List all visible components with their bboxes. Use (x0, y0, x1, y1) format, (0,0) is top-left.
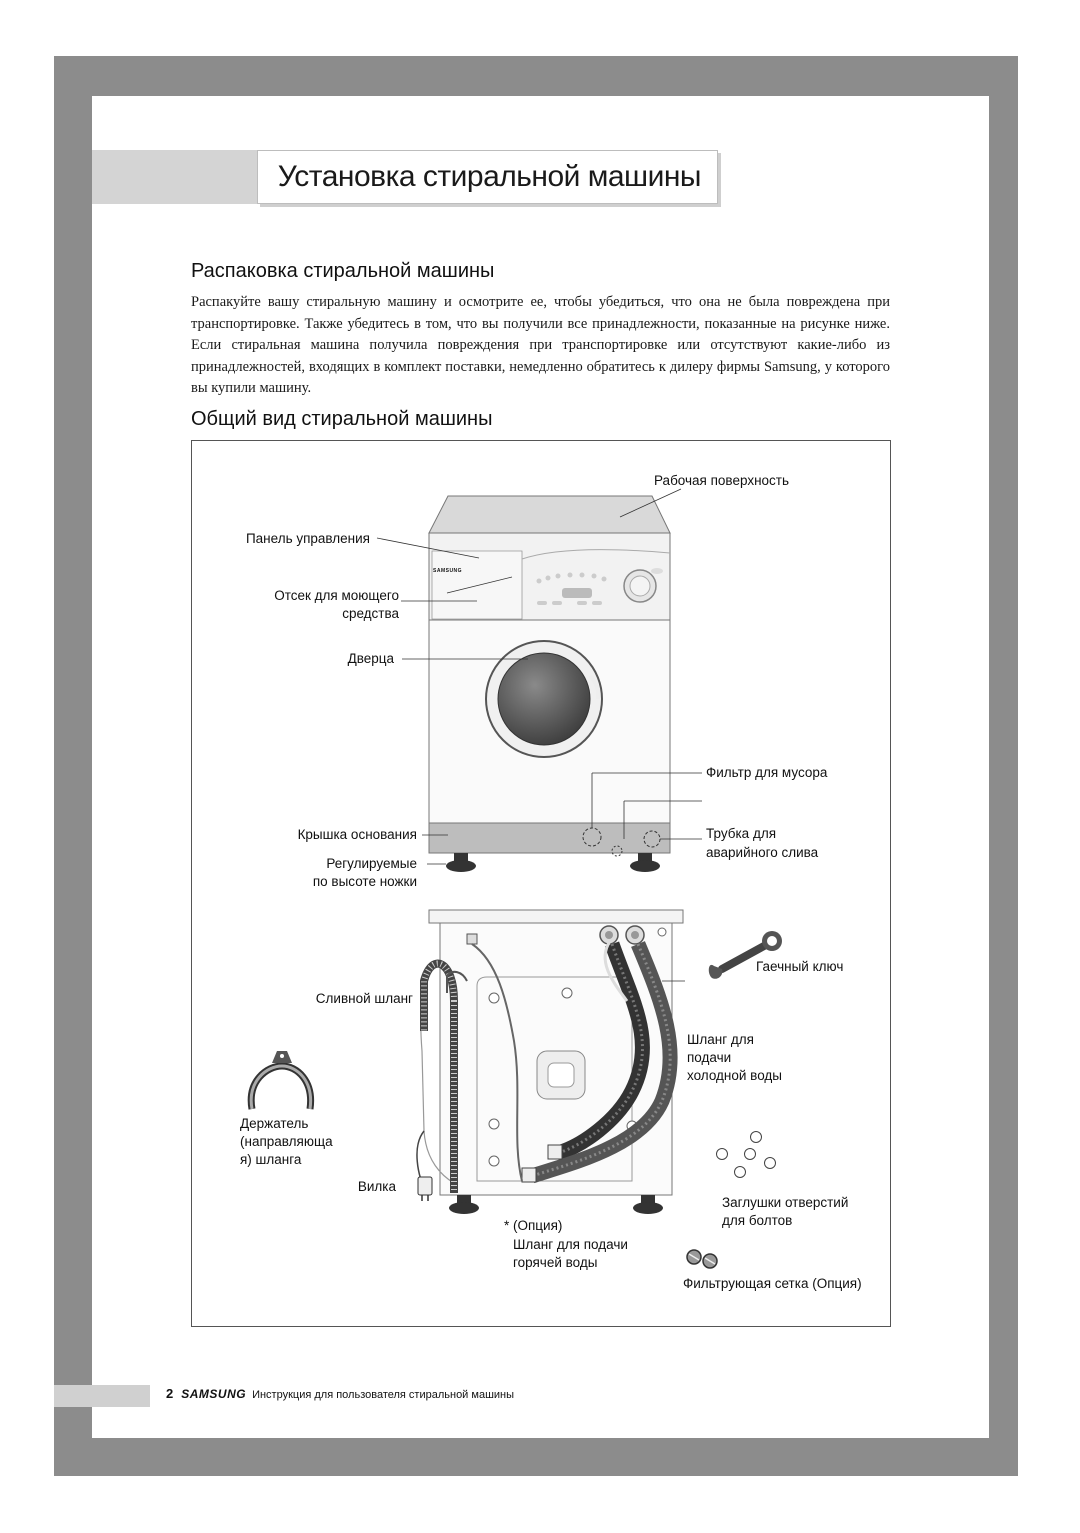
label-detergent-1: Отсек для моющего (274, 588, 399, 603)
bolt-caps-icon (716, 1131, 776, 1178)
footer-brand-logo: SAMSUNG (181, 1387, 247, 1401)
label-cold-hose-1: Шланг для (687, 1032, 754, 1047)
page-number: 2 (166, 1386, 174, 1401)
label-holder-1: Держатель (240, 1116, 309, 1131)
base-cover (428, 822, 671, 854)
label-debris-filter: Фильтр для мусора (706, 765, 828, 780)
label-emergency-1: Трубка для (706, 826, 777, 841)
label-feet-1: Регулируемые (326, 856, 417, 871)
footer: 2 SAMSUNG Инструкция для пользователя стир… (166, 1386, 514, 1401)
label-door: Дверца (347, 651, 394, 666)
unpacking-paragraph: Распакуйте вашу стиральную машину и осмо… (191, 294, 890, 396)
unpacking-heading: Распаковка стиральной машины (191, 260, 495, 282)
front-leader-lines (376, 488, 702, 865)
label-filter-mesh: Фильтрующая сетка (Опция) (683, 1276, 862, 1291)
washing-machine-diagram (247, 488, 782, 1269)
machine-front (428, 495, 671, 872)
label-holder-3: я) шланга (240, 1152, 302, 1167)
label-control-panel: Панель управления (245, 531, 370, 546)
title-box: Установка стиральной машины (257, 150, 718, 204)
page-title: Установка стиральной машины (277, 160, 702, 193)
door-glass (497, 652, 591, 746)
label-plug: Вилка (357, 1179, 396, 1194)
label-hot-hose-2: горячей воды (513, 1255, 598, 1270)
label-cold-hose-2: подачи (687, 1050, 732, 1065)
drain-hose-coil (420, 959, 468, 1193)
title-band (92, 150, 257, 204)
wrench-icon (708, 931, 782, 979)
label-detergent-2: средства (342, 606, 399, 621)
hose-holder-icon (247, 1051, 315, 1110)
label-wrench: Гаечный ключ (756, 959, 844, 974)
footer-bar (54, 1385, 150, 1407)
label-feet-2: по высоте ножки (312, 874, 417, 889)
panel-brand-logo: SAMSUNG (433, 568, 463, 574)
label-bolt-caps-1: Заглушки отверстий (722, 1195, 849, 1210)
label-drain-hose: Сливной шланг (315, 991, 413, 1006)
overview-heading: Общий вид стиральной машины (191, 408, 493, 430)
feet-front (446, 853, 660, 872)
label-work-surface: Рабочая поверхность (654, 473, 789, 488)
label-base-cover: Крышка основания (297, 827, 417, 842)
footer-text: Инструкция для пользователя стиральной м… (252, 1389, 515, 1401)
label-bolt-caps-2: для болтов (722, 1213, 793, 1228)
label-option: * (Опция) (504, 1218, 563, 1233)
machine-rear (416, 909, 684, 1214)
filter-mesh-icon (686, 1249, 718, 1269)
work-surface-top (428, 495, 671, 534)
program-buttons (536, 572, 607, 605)
label-cold-hose-3: холодной воды (687, 1068, 782, 1083)
label-holder-2: (направляюща (240, 1134, 333, 1149)
overview-figure: SAMSUNG Рабочая поверхность Панель управ… (191, 440, 891, 1327)
label-hot-hose-1: Шланг для подачи (513, 1237, 628, 1252)
label-emergency-2: аварийного слива (706, 845, 819, 860)
